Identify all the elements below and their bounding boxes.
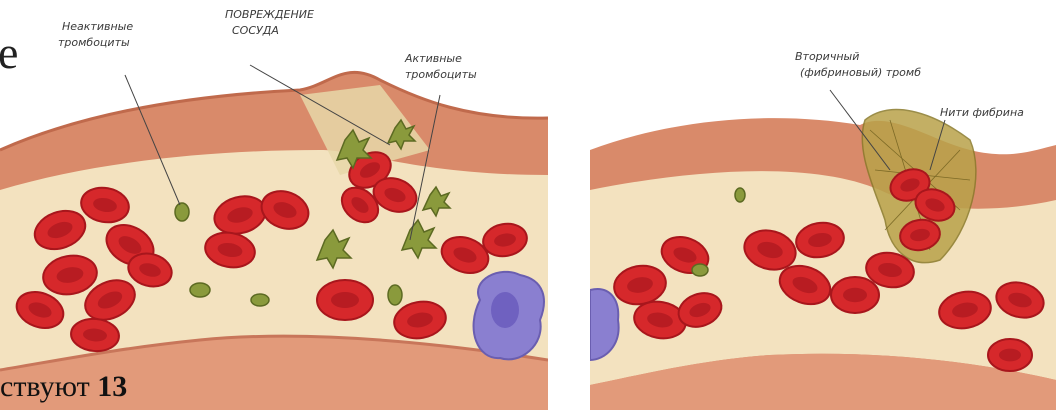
slide-number: 13 — [97, 370, 127, 403]
label-inactive-platelets-2: тромбоциты — [58, 36, 130, 49]
vessel-damage-illustration: Неактивные тромбоциты ПОВРЕЖДЕНИЕ СОСУДА… — [0, 0, 548, 410]
label-vessel-damage-2: СОСУДА — [232, 24, 279, 37]
fibrin-clot-illustration: Вторичный (фибриновый) тромб Нити фибрин… — [590, 0, 1056, 410]
vessel-right-svg: Вторичный (фибриновый) тромб Нити фибрин… — [590, 0, 1056, 410]
white-blood-cell — [474, 272, 544, 360]
label-fibrin-threads: Нити фибрина — [940, 106, 1024, 119]
slide-text-fragment: е — [0, 30, 18, 76]
label-vessel-damage-1: ПОВРЕЖДЕНИЕ — [225, 8, 314, 21]
red-blood-cell-center — [331, 292, 359, 308]
slide-bottom-word: ствуют — [0, 370, 90, 403]
slide-bottom-text: ствуют 13 — [0, 372, 127, 402]
inactive-platelet — [175, 203, 189, 221]
red-blood-cell-center — [999, 349, 1021, 362]
label-active-platelets-1: Активные — [404, 52, 462, 65]
label-secondary-clot-1: Вторичный — [795, 50, 859, 63]
vessel-left-svg: Неактивные тромбоциты ПОВРЕЖДЕНИЕ СОСУДА… — [0, 0, 548, 410]
label-secondary-clot-2: (фибриновый) тромб — [800, 66, 921, 79]
red-blood-cell-center — [843, 288, 867, 302]
label-active-platelets-2: тромбоциты — [405, 68, 477, 81]
label-inactive-platelets-1: Неактивные — [62, 20, 133, 33]
